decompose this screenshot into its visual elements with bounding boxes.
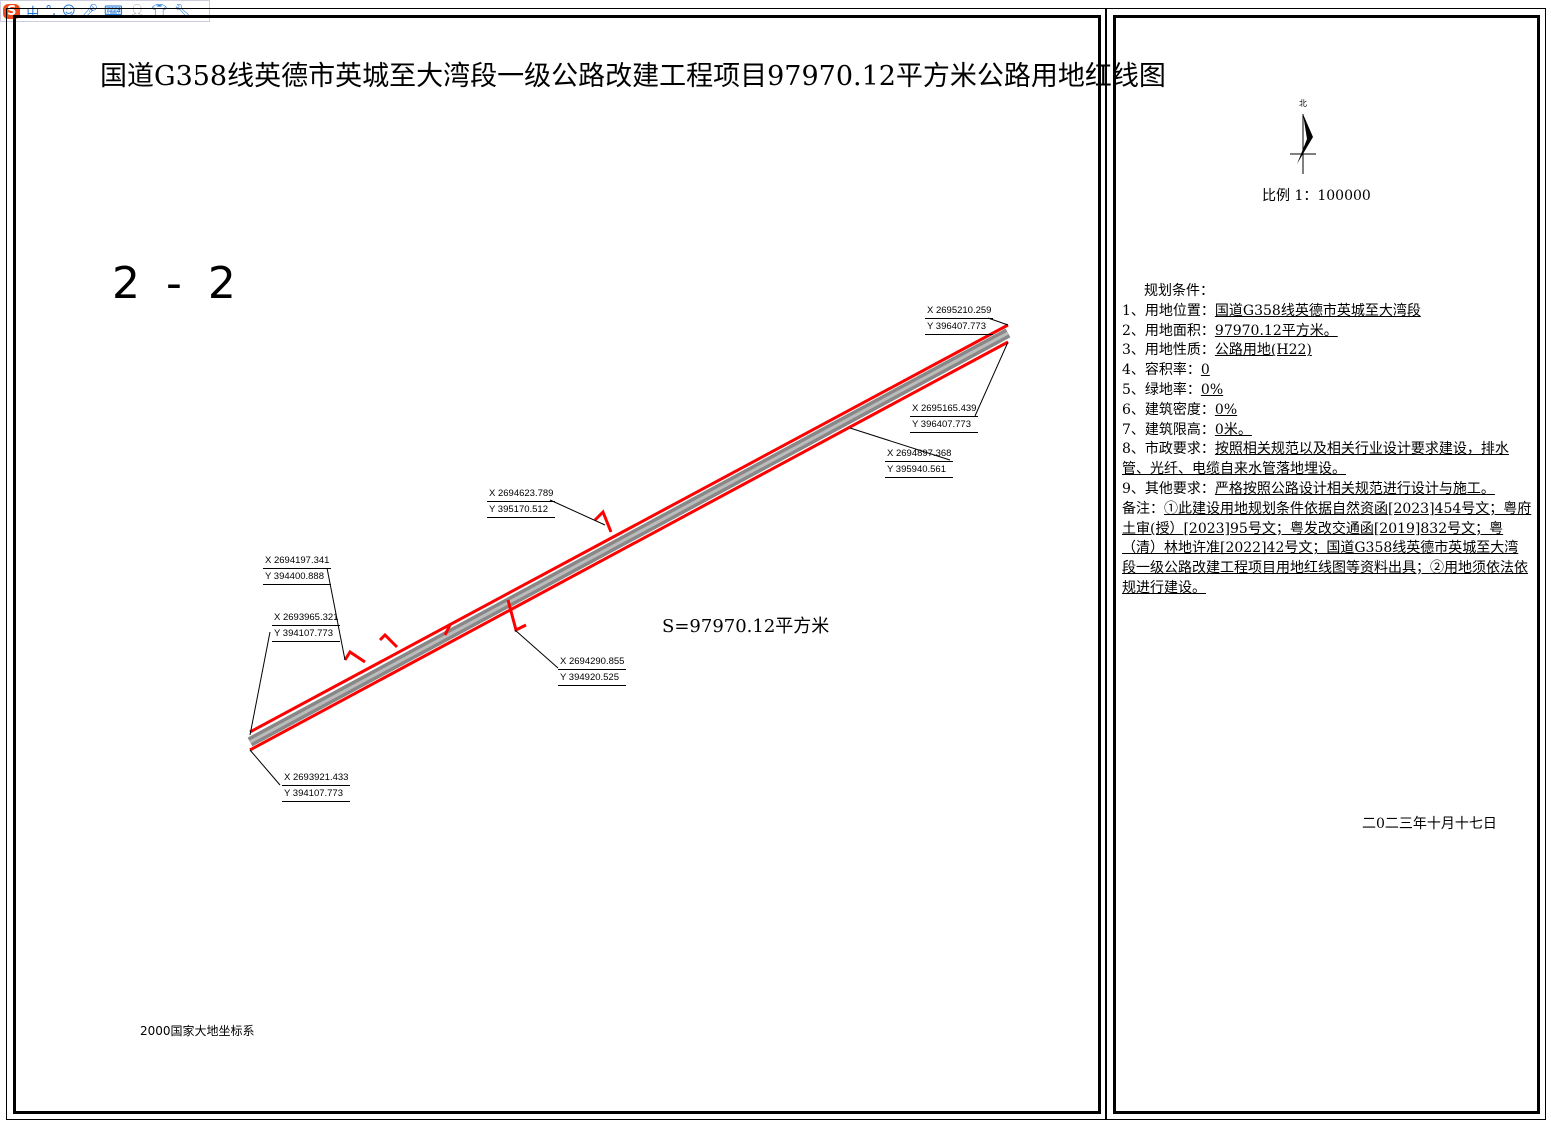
condition-key: 4、容积率： [1122,362,1201,379]
condition-value: 0米。 [1214,421,1252,438]
ime-logo[interactable]: S [3,3,21,19]
drawing-frame [13,15,1101,1114]
coord-y: Y 394400.888 [263,569,332,585]
condition-value: ①此建设用地规划条件依据自然资函[2023]454号文；粤府土审(授）[2023… [1122,500,1532,596]
condition-item: 8、市政要求：按照相关规范以及相关行业设计要求建设，排水管、光纤、电缆自来水管落… [1122,440,1532,480]
coord-y: Y 394920.525 [558,670,627,686]
north-label: 北 [1299,99,1307,108]
condition-item: 4、容积率：0 [1122,361,1532,381]
road-centerline [247,328,1011,747]
condition-item: 5、绿地率：0% [1122,381,1532,401]
condition-item: 备注：①此建设用地规划条件依据自然资函[2023]454号文；粤府土审(授）[2… [1122,500,1532,599]
condition-item: 2、用地面积：97970.12平方米。 [1122,322,1532,342]
coord-x: X 2695210.259 [925,303,994,319]
coord-x: X 2694897.368 [885,446,954,462]
road-map [247,317,1011,786]
condition-key: 3、用地性质： [1122,342,1215,359]
condition-value: 0 [1200,362,1210,379]
condition-item: 7、建筑限高：0米。 [1122,421,1532,441]
condition-value: 0% [1200,381,1224,398]
area-label: S=97970.12平方米 [662,616,830,637]
leader-lines [249,317,1009,786]
emoji-icon[interactable]: ☺ [62,3,76,19]
condition-value: 严格按照公路设计相关规范进行设计与施工。 [1214,480,1495,497]
page-title: 国道G358线英德市英城至大湾段一级公路改建工程项目97970.12平方米公路用… [100,61,1166,92]
condition-item: 6、建筑密度：0% [1122,401,1532,421]
north-arrow-icon [1290,114,1316,174]
condition-key: 1、用地位置： [1122,302,1215,319]
condition-key: 8、市政要求： [1122,441,1215,458]
condition-value: 0% [1214,401,1238,418]
condition-value: 公路用地(H22) [1214,342,1312,359]
condition-key: 9、其他要求： [1122,480,1215,497]
divider [1105,8,1107,1120]
coord-y: Y 395170.512 [487,502,556,518]
coord-x: X 2694623.789 [487,486,556,502]
conditions-heading: 规划条件： [1144,283,1214,299]
coord-y: Y 396407.773 [925,319,994,335]
date-label: 二0二三年十月十七日 [1362,816,1497,832]
coord-system-label: 2000国家大地坐标系 [140,1024,255,1038]
condition-value: 97970.12平方米。 [1214,322,1338,339]
wrench-icon[interactable]: 🔧︎ [173,3,191,19]
microphone-icon[interactable]: 🎤︎ [81,3,99,19]
coord-y: Y 394107.773 [282,786,351,802]
redline-boundary [249,323,1009,752]
condition-key: 备注： [1122,500,1164,517]
user-icon[interactable]: 👤︎ [128,3,146,19]
coord-x: X 2695165.439 [910,401,979,417]
coord-x: X 2694290.855 [558,654,627,670]
condition-value: 按照相关规范以及相关行业设计要求建设，排水管、光纤、电缆自来水管落地埋设。 [1122,441,1509,478]
condition-key: 2、用地面积： [1122,322,1215,339]
condition-item: 9、其他要求：严格按照公路设计相关规范进行设计与施工。 [1122,480,1532,500]
coord-x: X 2693921.433 [282,770,351,786]
condition-key: 6、建筑密度： [1122,401,1215,418]
sheet-label: 2 - 2 [112,258,242,309]
coord-y: Y 394107.773 [272,626,341,642]
condition-value: 国道G358线英德市英城至大湾段 [1214,302,1421,319]
coord-x: X 2694197.341 [263,553,332,569]
condition-key: 7、建筑限高： [1122,421,1215,438]
info-frame [1113,15,1540,1114]
north-arrow: 北 [1285,98,1321,174]
outer-border [6,8,1546,1120]
coord-y: Y 396407.773 [910,417,979,433]
coord-x: X 2693965.321 [272,610,341,626]
scale-label: 比例 1：100000 [1262,188,1371,204]
condition-item: 1、用地位置：国道G358线英德市英城至大湾段 [1122,302,1532,322]
ime-punct-button[interactable]: °, [45,3,57,19]
skin-icon[interactable]: 👕︎ [151,3,168,19]
condition-key: 5、绿地率： [1122,381,1201,398]
condition-item: 3、用地性质：公路用地(H22) [1122,341,1532,361]
coord-y: Y 395940.561 [885,462,954,478]
keyboard-icon[interactable]: ⌨ [104,3,123,19]
